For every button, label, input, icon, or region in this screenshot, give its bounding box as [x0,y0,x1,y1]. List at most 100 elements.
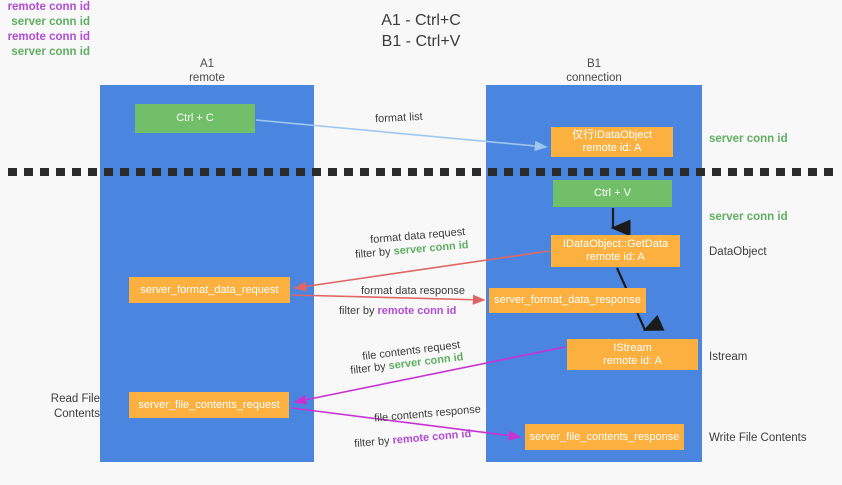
divider-dash [8,168,17,176]
node-istream-line1: IStream [613,341,652,354]
fcres-filter-prefix: filter by [353,434,394,451]
node-idataobject[interactable]: 仅行IDataObject remote id: A [551,127,673,157]
node-ctrl-c-label: Ctrl + C [176,112,214,124]
divider-dash [616,168,625,176]
annotation-server-conn-id-mid: server conn id [709,211,788,223]
divider-dash [632,168,641,176]
title-line-1: A1 - Ctrl+C [381,12,461,29]
page-title: A1 - Ctrl+C B1 - Ctrl+V [0,10,842,52]
divider-dash [792,168,801,176]
node-ctrl-v[interactable]: Ctrl + V [553,180,672,207]
node-getdata-line1: IDataObject::GetData [562,238,669,250]
divider-dash [776,168,785,176]
fcres-filter-value: remote conn id [392,427,472,447]
divider-dash [488,168,497,176]
divider-dash [280,168,289,176]
annotation-remote-conn-id-1: remote conn id [7,1,90,13]
node-server-file-contents-response[interactable]: server_file_contents_response [525,424,684,450]
divider-dash [168,168,177,176]
lane-b1-name: B1 [586,58,602,70]
node-ctrl-c[interactable]: Ctrl + C [135,104,255,133]
annotation-server-conn-id-top: server conn id [709,133,788,145]
divider-dash [392,168,401,176]
node-idataobject-line1: 仅行IDataObject [571,129,653,141]
divider-dash [232,168,241,176]
edge-label-format-list: format list [374,110,423,126]
divider-dash [600,168,609,176]
lane-a1-sub: remote [189,72,225,84]
lane-a1-name: A1 [199,58,215,70]
divider-dash [216,168,225,176]
divider-dash [440,168,449,176]
node-idataobject-getdata[interactable]: IDataObject::GetData remote id: A [551,235,680,267]
divider-dash [24,168,33,176]
divider-dash [456,168,465,176]
divider-dash [472,168,481,176]
divider-dash [568,168,577,176]
divider-dash [648,168,657,176]
fdreq-filter-prefix: filter by [354,245,395,261]
divider-dash [200,168,209,176]
node-ctrl-v-label: Ctrl + V [594,187,631,199]
divider-dash [760,168,769,176]
divider-dash [56,168,65,176]
divider-dash [728,168,737,176]
annotation-write-file-contents: Write File Contents [709,432,807,444]
edge-label-file-contents-response: file contents response [373,403,482,425]
node-server-file-contents-request[interactable]: server_file_contents_request [129,392,289,418]
node-server-file-contents-request-label: server_file_contents_request [138,398,280,411]
divider-dash [72,168,81,176]
annotation-server-conn-id-1: server conn id [11,16,90,28]
annotation-dataobject: DataObject [709,246,767,258]
divider-dash [88,168,97,176]
node-server-format-data-response[interactable]: server_format_data_response [489,288,646,313]
fdres-filter-prefix: filter by [339,305,378,317]
divider-dash [696,168,705,176]
divider-dash [680,168,689,176]
divider-dash [824,168,833,176]
divider-dash [424,168,433,176]
node-getdata-line2: remote id: A [586,251,645,263]
fdres-filter-value: remote conn id [377,305,457,317]
divider-dash [296,168,305,176]
title-line-2: B1 - Ctrl+V [381,33,461,50]
node-server-file-contents-response-label: server_file_contents_response [529,430,680,443]
divider-dash [744,168,753,176]
divider-dash [328,168,337,176]
divider-dash [808,168,817,176]
node-idataobject-text: 仅行IDataObject remote id: A [572,129,652,155]
divider-dash [520,168,529,176]
fcreq-filter-prefix: filter by [349,360,390,377]
divider-dash [40,168,49,176]
annotation-read-file-contents: Read File Contents [50,393,100,420]
divider-dash [504,168,513,176]
node-idataobject-line2: remote id: A [582,142,642,154]
edge-label-format-data-response: format data response [361,285,465,297]
divider-dash [664,168,673,176]
divider-dash [136,168,145,176]
edge-label-file-contents-response-filter: filter by remote conn id [354,427,472,451]
divider-dash [376,168,385,176]
divider-dash [120,168,129,176]
annotation-server-conn-id-2: server conn id [11,46,90,58]
divider-dash [584,168,593,176]
lane-b1-sub: connection [566,72,622,84]
node-istream-text: IStream remote id: A [603,342,662,368]
lane-header-b1: B1 connection [486,57,702,85]
divider-dash [312,168,321,176]
divider-dash [360,168,369,176]
annotation-istream: Istream [709,351,748,363]
node-server-format-data-response-label: server_format_data_response [494,294,641,306]
divider-dash [248,168,257,176]
node-getdata-text: IDataObject::GetData remote id: A [563,238,668,264]
divider-dash [264,168,273,176]
annotation-remote-conn-id-2: remote conn id [7,31,90,43]
annotation-left-conn-ids-format: remote conn id server conn id [0,0,90,30]
divider-dash [344,168,353,176]
node-server-format-data-request[interactable]: server_format_data_request [129,277,290,303]
node-server-format-data-request-label: server_format_data_request [140,283,279,296]
divider-dash [408,168,417,176]
node-istream[interactable]: IStream remote id: A [567,339,698,370]
lane-header-a1: A1 remote [100,57,314,85]
